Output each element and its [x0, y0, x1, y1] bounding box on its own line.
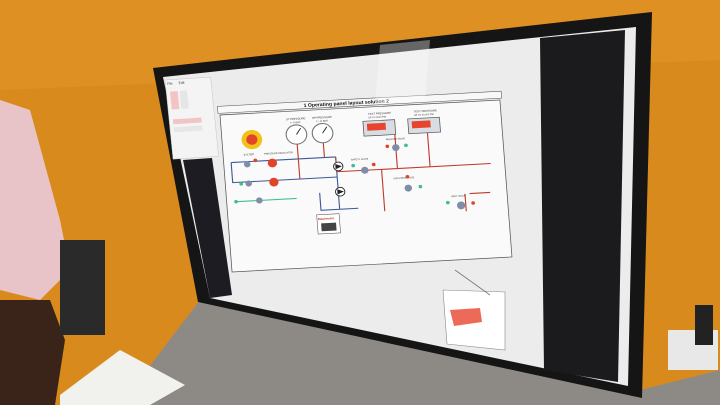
valve[interactable] — [243, 161, 251, 168]
vent-valve[interactable]: VENT VALVE — [445, 194, 476, 210]
svg-text:Maximator: Maximator — [318, 216, 335, 221]
tool-row[interactable] — [173, 125, 203, 133]
nameplate: Maximator — [316, 213, 341, 235]
svg-text:0 - 6 BAR: 0 - 6 BAR — [290, 121, 301, 124]
safety-valve[interactable]: SAFETY VALVE — [351, 157, 376, 174]
valve[interactable] — [256, 197, 263, 204]
tool-button[interactable] — [179, 90, 189, 109]
screen-glare — [375, 40, 430, 105]
menu-edit[interactable]: Edit — [178, 81, 184, 85]
svg-text:0 - 10 BAR: 0 - 10 BAR — [316, 120, 328, 124]
test-pressure-display-1: TEST PRESSURE UP TO 5000 PSI — [362, 111, 397, 137]
svg-text:SAFETY VALVE: SAFETY VALVE — [351, 158, 369, 162]
pressure-regulator-2[interactable] — [269, 177, 279, 187]
isolating-valve[interactable]: ISOLATING VALVE — [393, 174, 423, 192]
title-bar — [217, 90, 502, 114]
svg-text:VENT VALVE: VENT VALVE — [451, 194, 466, 198]
menu-file[interactable]: File — [167, 81, 173, 85]
svg-text:LP PRESSURE: LP PRESSURE — [286, 116, 306, 121]
svg-text:TEST PRESSURE: TEST PRESSURE — [414, 108, 438, 113]
lamp-green — [239, 182, 244, 186]
left-tool-panel: File Edit — [164, 76, 219, 160]
release-valve[interactable]: RELEASE VALVE — [385, 137, 408, 152]
svg-text:UP TO 5000 PSI: UP TO 5000 PSI — [368, 116, 386, 119]
svg-text:HP PRESSURE: HP PRESSURE — [312, 115, 332, 120]
estop-label: E-STOP — [244, 152, 255, 156]
person-sleeve — [0, 100, 70, 300]
inset-thumbnail[interactable] — [442, 269, 506, 351]
chair — [60, 240, 105, 335]
test-pressure-display-2: TEST PRESSURE UP TO 30,000 PSI — [407, 108, 441, 135]
lamp-red — [253, 158, 258, 163]
clipboard — [60, 350, 185, 405]
panel-title: 1 Operating panel layout solution 2 — [303, 99, 389, 109]
svg-text:RELEASE VALVE: RELEASE VALVE — [386, 137, 406, 141]
svg-text:TEST PRESSURE: TEST PRESSURE — [368, 111, 392, 116]
plug — [695, 305, 713, 345]
svg-text:UP TO 30,000 PSI: UP TO 30,000 PSI — [414, 114, 434, 117]
lamp-green — [234, 199, 238, 204]
tool-row[interactable] — [172, 117, 202, 125]
left-dark-strip — [183, 158, 232, 298]
svg-text:ISOLATING VALVE: ISOLATING VALVE — [393, 176, 414, 180]
person-hand — [0, 300, 65, 405]
pressure-regulator-1[interactable]: PRESSURE REGULATOR — [264, 151, 294, 168]
svg-text:PRESSURE REGULATOR: PRESSURE REGULATOR — [264, 151, 293, 155]
tool-button[interactable] — [170, 91, 180, 110]
operating-panel-diagram: 1 Operating panel layout solution 2 E-ST… — [217, 90, 513, 273]
valve[interactable] — [245, 180, 252, 187]
hp-pressure-gauge: HP PRESSURE 0 - 10 BAR — [311, 115, 334, 144]
dark-side-panel — [540, 30, 625, 382]
